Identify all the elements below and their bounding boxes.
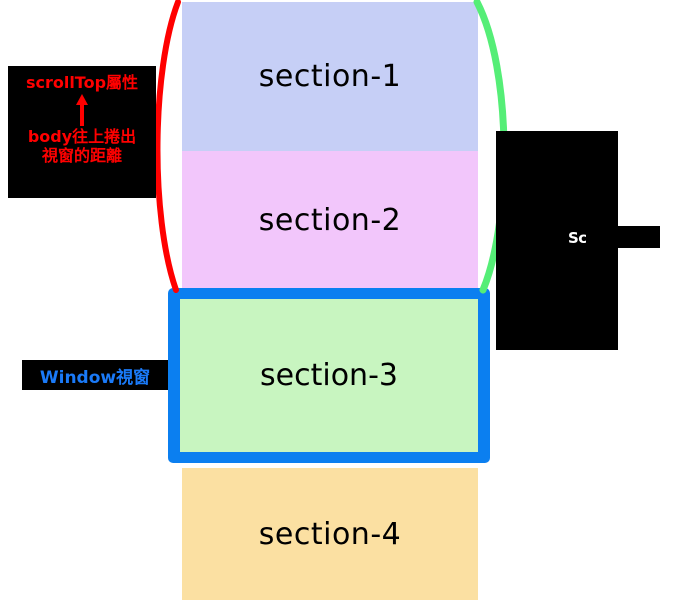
- section-label-3: section-3: [260, 358, 398, 393]
- section-label-1: section-1: [258, 59, 402, 94]
- right-annotation-text: Sc: [568, 229, 587, 247]
- section-block-2: section-2: [182, 151, 478, 290]
- scrolltop-arrow-area: [8, 92, 156, 128]
- scrolltop-title: scrollTop屬性: [25, 73, 139, 92]
- window-viewport-frame: section-3: [168, 288, 490, 463]
- section-block-3: section-3: [180, 299, 478, 452]
- right-annotation-redaction-bar: [586, 226, 660, 248]
- scrolltop-desc-line2: 視窗的距離: [41, 145, 122, 165]
- section-label-4: section-4: [258, 516, 402, 552]
- section-block-1: section-1: [182, 2, 478, 151]
- left-brace-curve: [154, 0, 181, 293]
- section-label-2: section-2: [258, 203, 402, 238]
- window-viewport-label: Window視窗: [22, 360, 168, 390]
- section-block-4: section-4: [182, 468, 478, 600]
- scrolltop-annotation: scrollTop屬性 body往上捲出 視窗的距離: [8, 66, 156, 198]
- window-label-text: Window視窗: [39, 367, 151, 388]
- scrolltop-desc-line1: body往上捲出: [27, 127, 137, 147]
- up-arrow-icon: [76, 94, 88, 127]
